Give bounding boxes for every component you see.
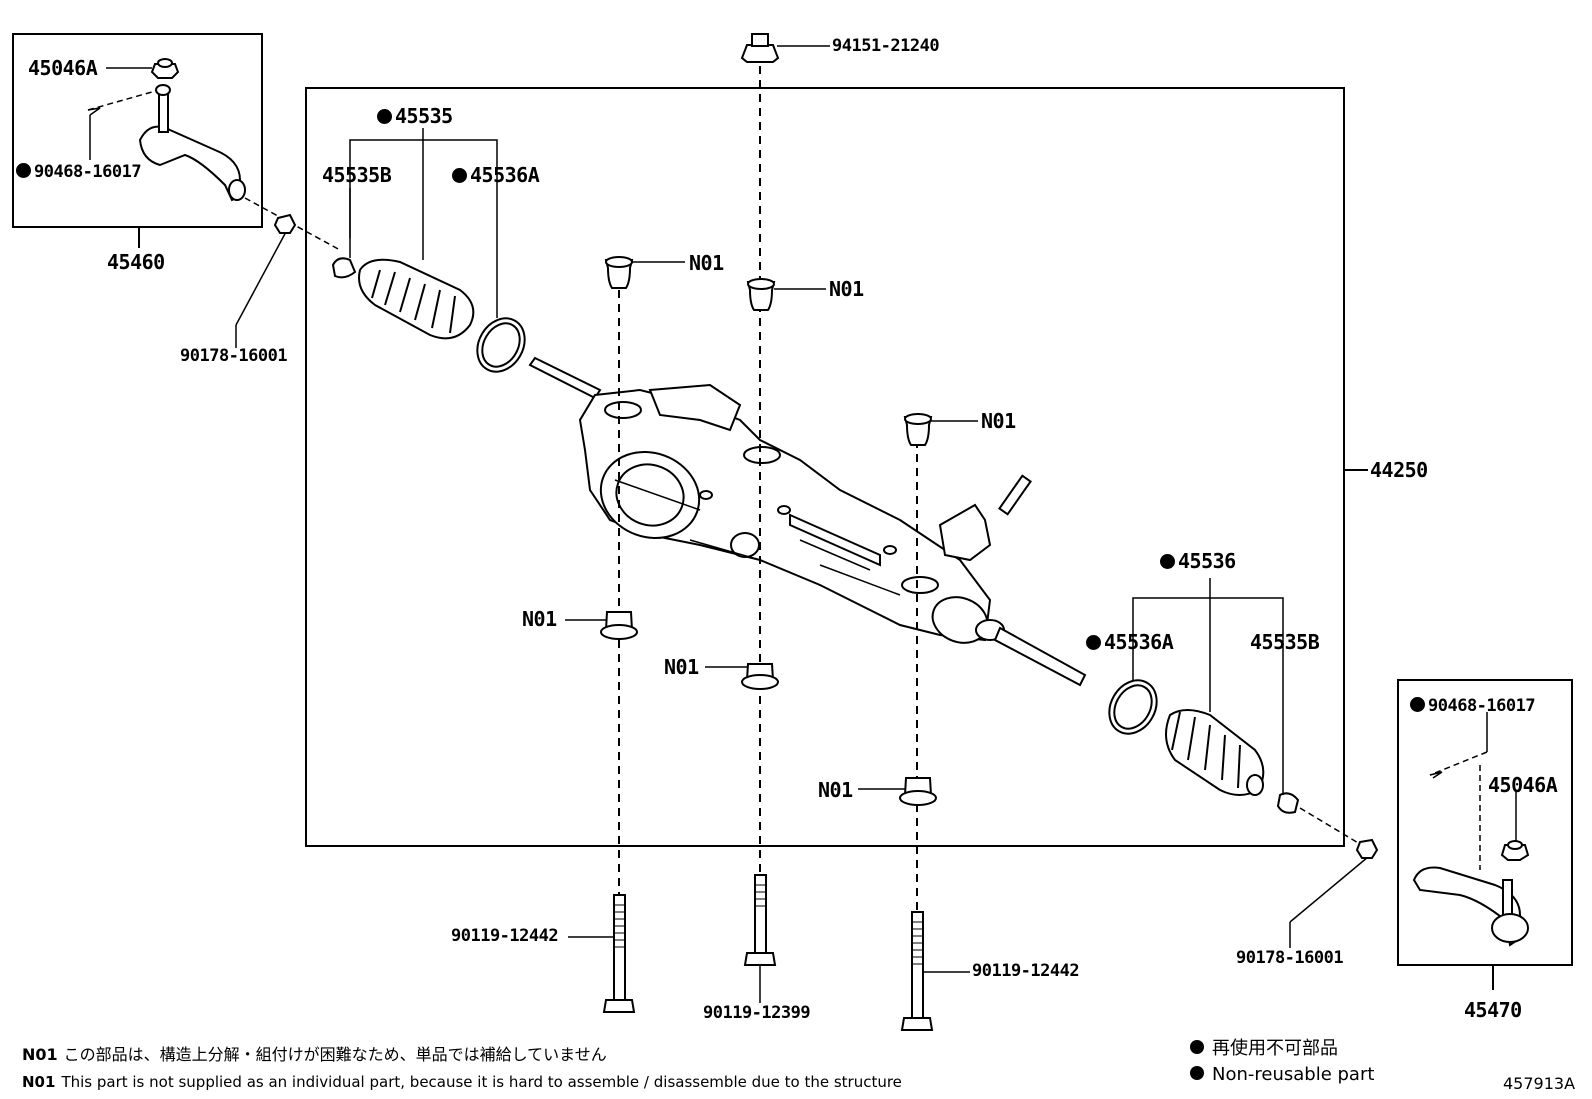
- mounting-bolts: [602, 874, 934, 1031]
- label-45470: 45470: [1464, 998, 1522, 1022]
- label-text: 90468-16017: [1428, 696, 1536, 716]
- boot-right: [1108, 679, 1300, 814]
- label-45535: 45535: [377, 106, 453, 126]
- label-90468-left: 90468-16017: [16, 162, 142, 182]
- non-reusable-dot-icon: [1160, 554, 1175, 569]
- label-text: 45535: [395, 104, 453, 128]
- note-text: この部品は、構造上分解・組付けが困難なため、単品では補給していません: [63, 1045, 607, 1064]
- label-90468-right: 90468-16017: [1410, 696, 1536, 716]
- label-90178-right: 90178-16001: [1236, 948, 1344, 968]
- label-n01-b: N01: [829, 277, 864, 301]
- label-90119-12442-left: 90119-12442: [451, 926, 559, 946]
- label-90119-12399: 90119-12399: [703, 1003, 811, 1023]
- diagram-reference-code: 457913A: [1503, 1074, 1576, 1093]
- n01-bushings: [600, 256, 937, 806]
- label-n01-f: N01: [818, 778, 853, 802]
- assembly-frame: [305, 87, 1345, 847]
- note-japanese: N01 この部品は、構造上分解・組付けが困難なため、単品では補給していません: [22, 1047, 607, 1063]
- legend-text: 再使用不可部品: [1212, 1038, 1338, 1059]
- label-45536A-right: 45536A: [1086, 630, 1174, 654]
- label-45046A-left: 45046A: [28, 56, 98, 80]
- tie-rod-end-right-box: [1397, 679, 1573, 966]
- legend-text: Non-reusable part: [1212, 1064, 1375, 1085]
- label-44250: 44250: [1370, 458, 1428, 482]
- label-text: 90468-16017: [34, 162, 142, 182]
- label-45460: 45460: [107, 250, 165, 274]
- label-n01-d: N01: [522, 607, 557, 631]
- label-45536: 45536: [1160, 551, 1236, 571]
- note-code: N01: [22, 1045, 58, 1064]
- label-45535B-left: 45535B: [322, 163, 392, 187]
- non-reusable-dot-icon: [1190, 1066, 1204, 1080]
- label-n01-a: N01: [689, 251, 724, 275]
- legend-english: Non-reusable part: [1190, 1066, 1374, 1084]
- non-reusable-dot-icon: [1410, 697, 1425, 712]
- label-45046A-right: 45046A: [1488, 773, 1558, 797]
- label-45536A-left: 45536A: [452, 163, 540, 187]
- label-n01-e: N01: [664, 655, 699, 679]
- non-reusable-dot-icon: [452, 168, 467, 183]
- label-text: 45536A: [470, 163, 540, 187]
- non-reusable-dot-icon: [377, 109, 392, 124]
- note-english: N01 This part is not supplied as an indiv…: [22, 1075, 902, 1090]
- label-94151: 94151-21240: [832, 36, 940, 56]
- label-45535B-right: 45535B: [1250, 630, 1320, 654]
- label-90178-left: 90178-16001: [180, 346, 288, 366]
- non-reusable-dot-icon: [1086, 635, 1101, 650]
- note-text: This part is not supplied as an individu…: [61, 1073, 902, 1091]
- label-n01-c: N01: [981, 409, 1016, 433]
- tie-rod-end-left: [138, 58, 246, 202]
- tie-rod-end-left-box: [12, 33, 263, 228]
- tie-rod-end-right: [1412, 840, 1530, 947]
- non-reusable-dot-icon: [16, 163, 31, 178]
- label-text: 45536A: [1104, 630, 1174, 654]
- legend-japanese: 再使用不可部品: [1190, 1040, 1338, 1058]
- steering-rack-housing: [528, 356, 1087, 687]
- label-90119-12442-right: 90119-12442: [972, 961, 1080, 981]
- boot-left: [331, 257, 526, 373]
- label-text: 45536: [1178, 549, 1236, 573]
- non-reusable-dot-icon: [1190, 1040, 1204, 1054]
- note-code: N01: [22, 1073, 56, 1091]
